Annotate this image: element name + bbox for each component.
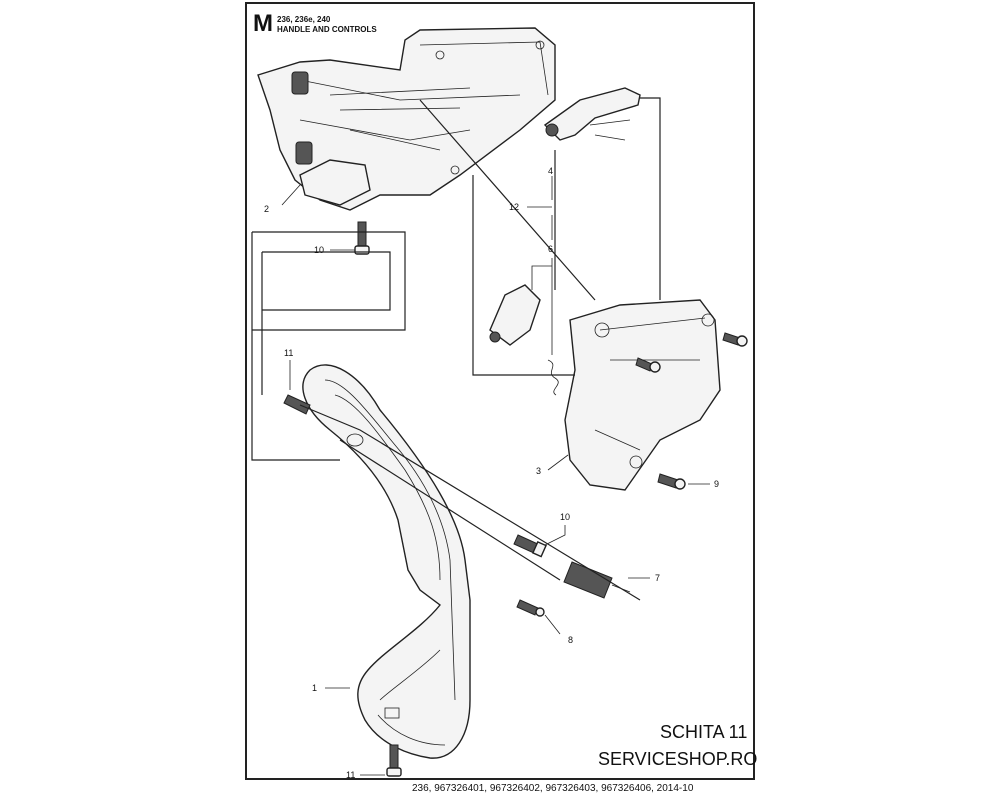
callout-10-top: 10 [314,245,324,255]
throttle-trigger [543,87,641,141]
rear-handle-housing [257,27,556,211]
screw-10-mid [513,534,547,558]
callout-9: 9 [714,479,719,489]
throttle-lockout [489,284,559,396]
callout-8: 8 [568,635,573,645]
assembly-lines [251,97,661,601]
callout-12: 12 [509,202,519,212]
screw-9 [657,473,686,490]
screw-11-bottom [386,744,402,777]
screw-cover-top [722,332,748,347]
callout-7: 7 [655,573,660,583]
callout-3: 3 [536,466,541,476]
section-title: HANDLE AND CONTROLS [277,25,377,34]
screw-cover-mid [635,357,661,373]
callout-4: 4 [548,166,553,176]
section-letter: M [253,10,273,37]
sketch-label: SCHITA 11 [660,722,748,742]
bolt-8 [516,599,545,617]
spring-7 [563,561,631,599]
diagram-frame [245,2,755,780]
callout-11-bottom: 11 [346,770,355,780]
callouts: 1 2 3 4 6 7 8 9 10 10 11 11 12 [264,166,719,780]
callout-10-mid: 10 [560,512,570,522]
model-list: 236, 236e, 240 [277,15,331,24]
callout-6: 6 [548,244,553,254]
screw-11-top [283,394,311,415]
leader-lines [281,176,710,776]
shop-label: SERVICESHOP.RO [598,749,758,769]
fasteners [283,221,748,777]
front-handle [302,364,471,759]
footer-part-numbers: 236, 967326401, 967326402, 967326403, 96… [412,783,694,794]
screw-10-top [354,221,370,255]
callout-11-top: 11 [284,348,293,358]
callout-2: 2 [264,204,269,214]
handle-cover [564,299,721,491]
callout-1: 1 [312,683,317,693]
